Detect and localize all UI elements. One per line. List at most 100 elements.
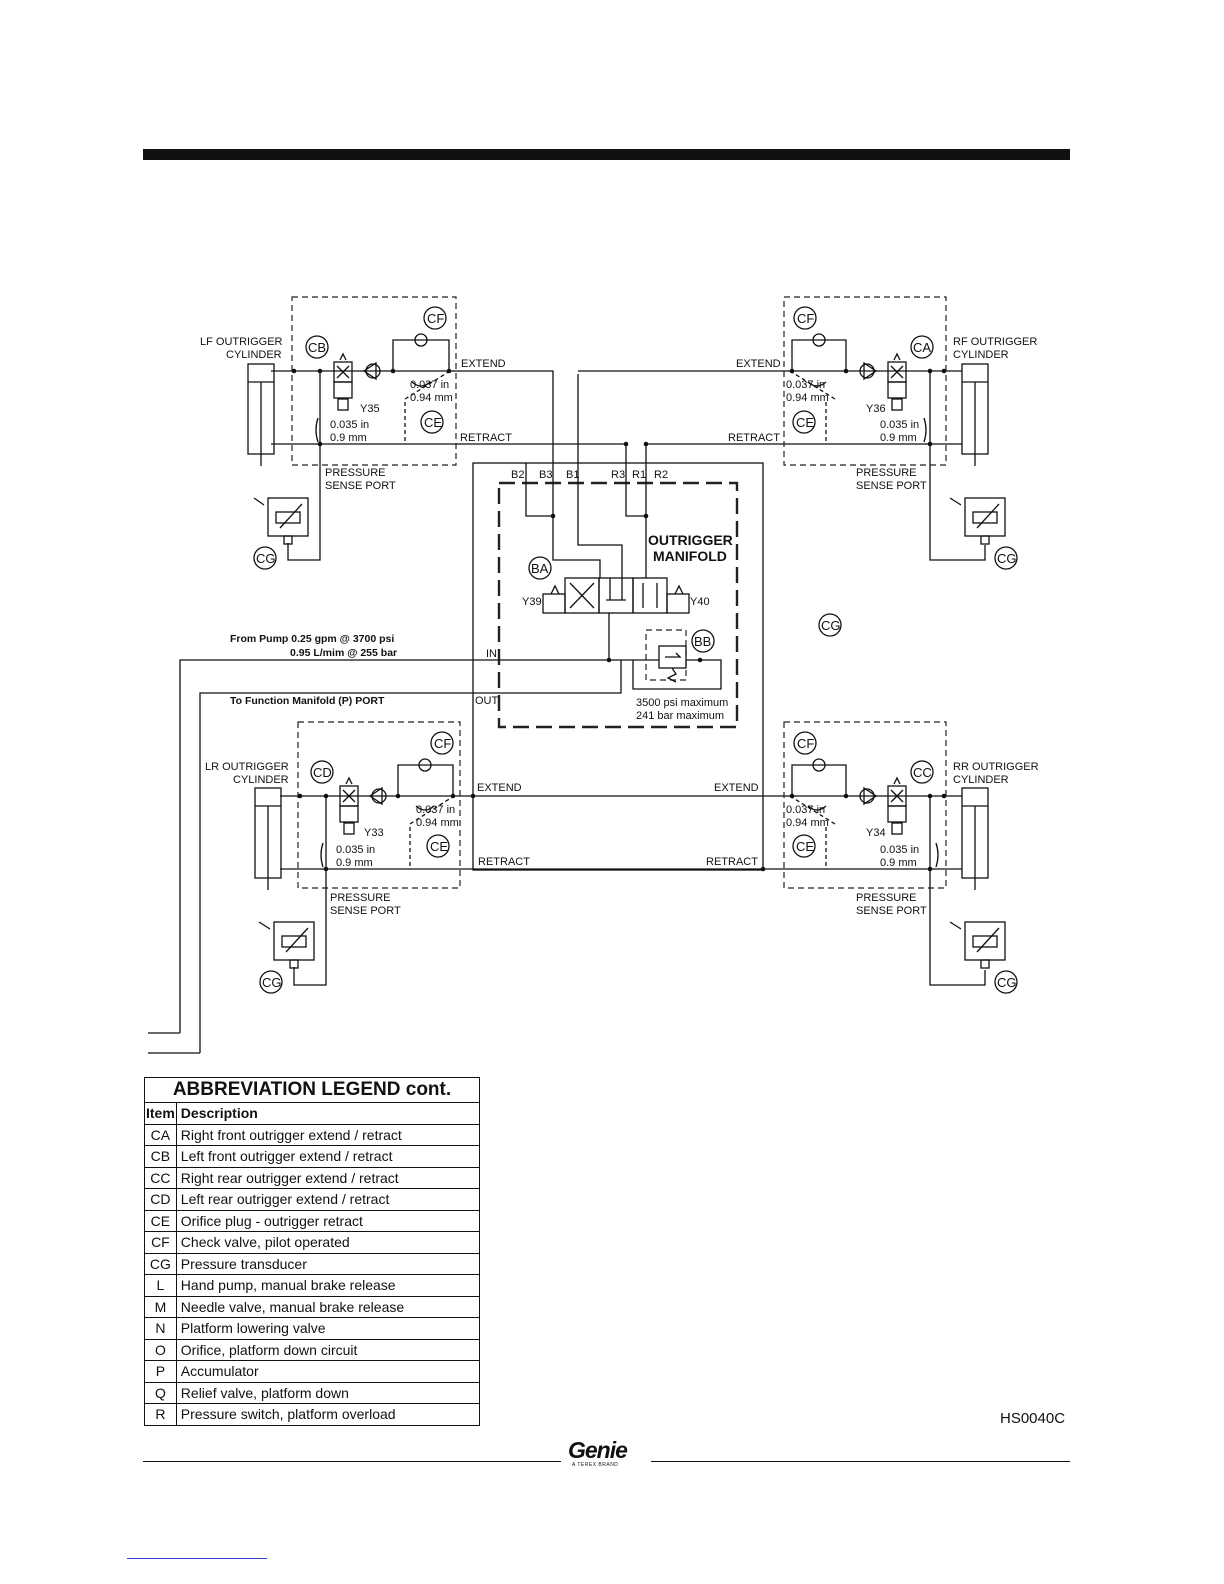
legend-item-description: Platform lowering valve (175, 1317, 481, 1340)
lr-check-in: 0.037 in (416, 804, 455, 816)
legend-item-description: Left front outrigger extend / retract (175, 1145, 481, 1168)
lr-check-mm: 0.94 mm (416, 817, 459, 829)
legend-item-code: L (144, 1274, 177, 1297)
lr-cg-label: CG (262, 975, 282, 990)
lf-pressure-transducer (253, 497, 309, 545)
logo-tagline: A TEREX BRAND (572, 1462, 619, 1468)
lr-retract-label: RETRACT (478, 856, 530, 868)
port-b1: B1 (566, 469, 579, 481)
legend-item-description: Orifice plug - outrigger retract (175, 1209, 481, 1232)
figure-code: HS0040C (1000, 1410, 1066, 1427)
lf-plug-in: 0.035 in (330, 419, 369, 431)
lf-sense-port-2: SENSE PORT (325, 480, 396, 492)
footer-rule-right (651, 1461, 1070, 1462)
legend-item-description: Check valve, pilot operated (175, 1231, 481, 1254)
legend-item-description: Right rear outrigger extend / retract (175, 1166, 481, 1189)
abbreviation-legend: ABBREVIATION LEGEND cont. Item Descripti… (144, 1077, 481, 1426)
legend-item-code: CB (144, 1145, 177, 1168)
lf-valve-block (291, 296, 457, 466)
relief-return-line (632, 659, 722, 690)
rr-retract-label: RETRACT (706, 856, 758, 868)
lf-solenoid-valve (333, 352, 381, 411)
legend-item-code: CG (144, 1252, 177, 1275)
legend-item-code: O (144, 1338, 177, 1361)
legend-item-description: Orifice, platform down circuit (175, 1338, 481, 1361)
lr-extend-label: EXTEND (477, 782, 522, 794)
legend-item-description: Right front outrigger extend / retract (175, 1123, 481, 1146)
lf-sense-line (287, 371, 321, 561)
rr-valve-block (783, 721, 947, 889)
cc-label: CC (913, 765, 932, 780)
rr-plug-mm: 0.9 mm (880, 857, 917, 869)
cb-label: CB (308, 340, 326, 355)
legend-item-code: N (144, 1317, 177, 1340)
manifold-title-line1: OUTRIGGER (648, 532, 733, 548)
rf-solenoid-y36: Y36 (866, 403, 886, 415)
lr-ce-callout (426, 834, 450, 858)
rf-extend-label: EXTEND (736, 358, 781, 370)
legend-item-code: Q (144, 1381, 177, 1404)
genie-logo: Genie A TEREX BRAND (568, 1438, 648, 1472)
legend-item-description: Hand pump, manual brake release (175, 1274, 481, 1297)
lf-cylinder-label-2: CYLINDER (226, 349, 282, 361)
rf-cg-callout (994, 546, 1018, 570)
manifold-port-frame (472, 462, 764, 871)
lr-solenoid-valve (339, 776, 387, 835)
lf-retract-label: RETRACT (460, 432, 512, 444)
legend-item-description: Pressure transducer (175, 1252, 481, 1275)
lr-cg-callout (259, 970, 283, 994)
lf-check-mm: 0.94 mm (410, 392, 453, 404)
lf-cf-label: CF (427, 311, 444, 326)
directional-valve-ba (542, 577, 690, 614)
legend-item-description: Left rear outrigger extend / retract (175, 1188, 481, 1211)
legend-item-description: Relief valve, platform down (175, 1381, 481, 1404)
rf-cylinder-label-2: CYLINDER (953, 349, 1009, 361)
lr-cf-label: CF (434, 736, 451, 751)
rr-cylinder-label-1: RR OUTRIGGER (953, 761, 1039, 773)
lf-cylinder-label-1: LF OUTRIGGER (200, 336, 283, 348)
lr-sense-port-2: SENSE PORT (330, 905, 401, 917)
rr-sense-port-1: PRESSURE (856, 892, 917, 904)
rr-ce-label: CE (796, 839, 814, 854)
lr-plug-in: 0.035 in (336, 844, 375, 856)
cg-standalone-label: CG (821, 618, 841, 633)
lr-sense-line (293, 796, 327, 986)
lf-outrigger-cylinder (247, 363, 275, 466)
legend-col-item: Item (144, 1102, 177, 1125)
lf-cg-label: CG (256, 551, 276, 566)
legend-item-code: M (144, 1295, 177, 1318)
in-port-label: IN (486, 648, 497, 660)
cd-callout (310, 760, 334, 784)
rf-cylinder-label-1: RF OUTRIGGER (953, 336, 1037, 348)
ba-label: BA (531, 561, 549, 576)
lr-valve-block (297, 721, 461, 889)
bb-label: BB (694, 634, 711, 649)
port-r3: R3 (611, 469, 625, 481)
line-b2 (525, 463, 601, 578)
rr-extend-label: EXTEND (714, 782, 759, 794)
out-port-label: OUT (475, 695, 499, 707)
legend-item-code: CF (144, 1231, 177, 1254)
rr-ce-callout (792, 834, 816, 858)
lr-outrigger-cylinder (254, 787, 282, 890)
lf-check-valve (392, 333, 451, 400)
legend-item-code: P (144, 1360, 177, 1383)
rf-pressure-transducer (949, 497, 1006, 545)
bb-callout (691, 629, 715, 653)
rf-check-in: 0.037 in (786, 379, 825, 391)
rf-ce-callout (792, 410, 816, 434)
rr-cg-label: CG (997, 975, 1017, 990)
lf-sense-port-1: PRESSURE (325, 467, 386, 479)
y40-label: Y40 (690, 596, 710, 608)
legend-item-description: Pressure switch, platform overload (175, 1403, 481, 1426)
rf-check-mm: 0.94 mm (786, 392, 829, 404)
legend-item-code: R (144, 1403, 177, 1426)
legend-title: ABBREVIATION LEGEND cont. (144, 1077, 480, 1103)
rr-outrigger-cylinder (961, 787, 989, 890)
rf-ce-label: CE (796, 415, 814, 430)
lf-ce-callout (420, 410, 444, 434)
